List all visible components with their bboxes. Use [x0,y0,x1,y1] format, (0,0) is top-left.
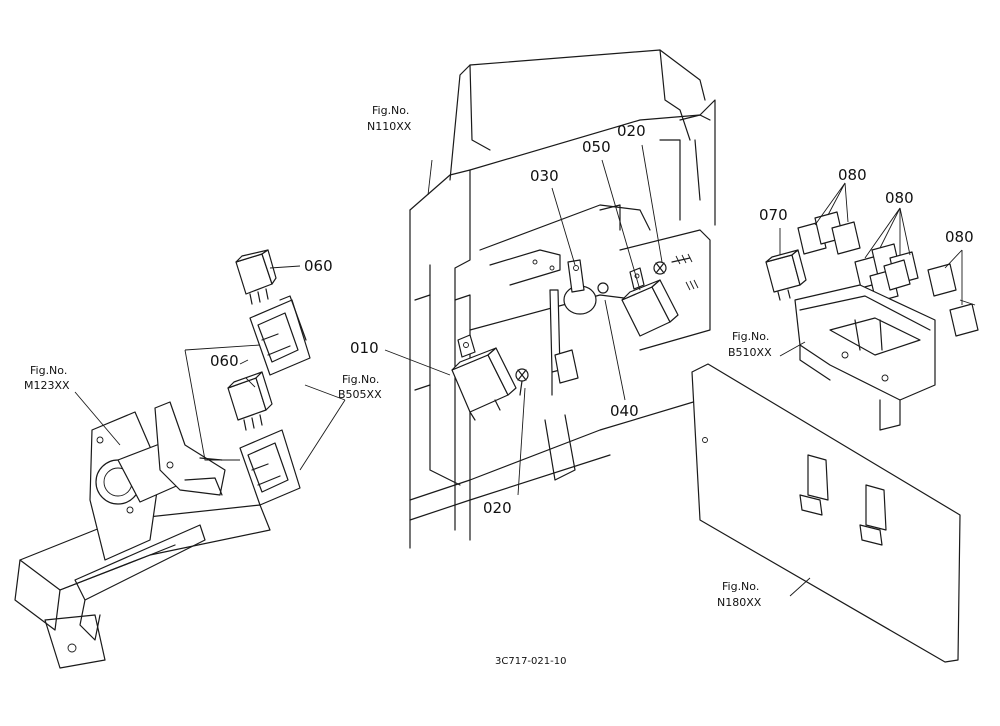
part-label-080-a: 080 [838,166,867,184]
bolt-020-lower [515,368,529,396]
fig-ref-n110-line2: N110XX [367,120,412,133]
center-panel-frame [409,49,716,549]
part-label-020-lower: 020 [483,499,512,517]
relay-060-lower [227,371,273,431]
part-label-010: 010 [350,339,379,357]
relay-050 [621,267,679,337]
fig-ref-n180-line1: Fig.No. [722,580,759,593]
part-label-070: 070 [759,206,788,224]
socket-lower [239,429,301,506]
part-label-080-b: 080 [885,189,914,207]
leader-lines-center [384,144,663,496]
bolt-020-upper [653,253,693,275]
fig-ref-n110-line1: Fig.No. [372,104,409,117]
leader-lines-right [779,182,976,597]
socket-upper [249,295,311,376]
part-label-030: 030 [530,167,559,185]
part-label-040: 040 [610,402,639,420]
left-frame-bracket [14,401,271,669]
part-label-060-lower: 060 [210,352,239,370]
fig-ref-b505-line1: Fig.No. [342,373,379,386]
drawing-code: 3C717-021-10 [495,656,566,667]
relay-070 [765,249,807,301]
relays-080-group-a [797,211,861,255]
relay-010 [451,334,517,421]
fig-ref-m123-line2: M123XX [24,379,70,392]
fig-ref-b510-line2: B510XX [728,346,772,359]
leader-lines-left [74,265,346,471]
fig-ref-b505-line2: B505XX [338,388,382,401]
sensor-030 [549,259,597,396]
relays-080-group-c [927,263,979,337]
bolt-040 [597,279,699,294]
relay-060-upper [235,249,277,305]
fig-ref-b510-line1: Fig.No. [732,330,769,343]
part-label-080-c: 080 [945,228,974,246]
part-label-060-upper: 060 [304,257,333,275]
fig-ref-m123-line1: Fig.No. [30,364,67,377]
fuse-box-b510 [794,284,936,431]
part-label-020-upper: 020 [617,122,646,140]
part-label-050: 050 [582,138,611,156]
fig-ref-n180-line2: N180XX [717,596,762,609]
cover-panel-n180 [691,363,961,663]
